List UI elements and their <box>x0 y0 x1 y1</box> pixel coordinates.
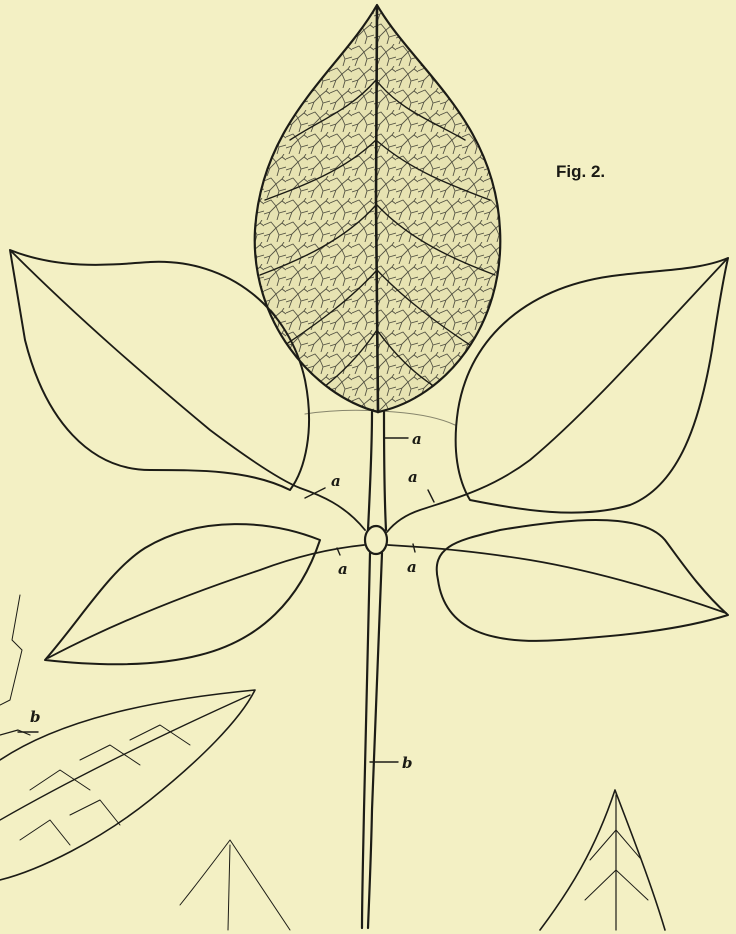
label-leaders <box>18 438 434 762</box>
lower-right-leaflet <box>388 520 728 641</box>
label-a-lower-left: a <box>338 560 348 578</box>
label-b-stalk: b <box>402 754 413 772</box>
label-a-upper-right: a <box>408 468 418 486</box>
label-b-side: b <box>30 708 41 726</box>
terminal-leaflet <box>240 0 520 425</box>
figure-caption: Fig. 2. <box>556 162 605 181</box>
label-a-lower-right: a <box>407 558 417 576</box>
label-a-top: a <box>412 430 422 448</box>
side-leaf-left <box>0 595 290 930</box>
side-leaf-right <box>540 790 665 930</box>
petiole <box>362 412 387 928</box>
lower-left-leaflet <box>45 524 364 664</box>
label-a-upper-left: a <box>331 472 341 490</box>
